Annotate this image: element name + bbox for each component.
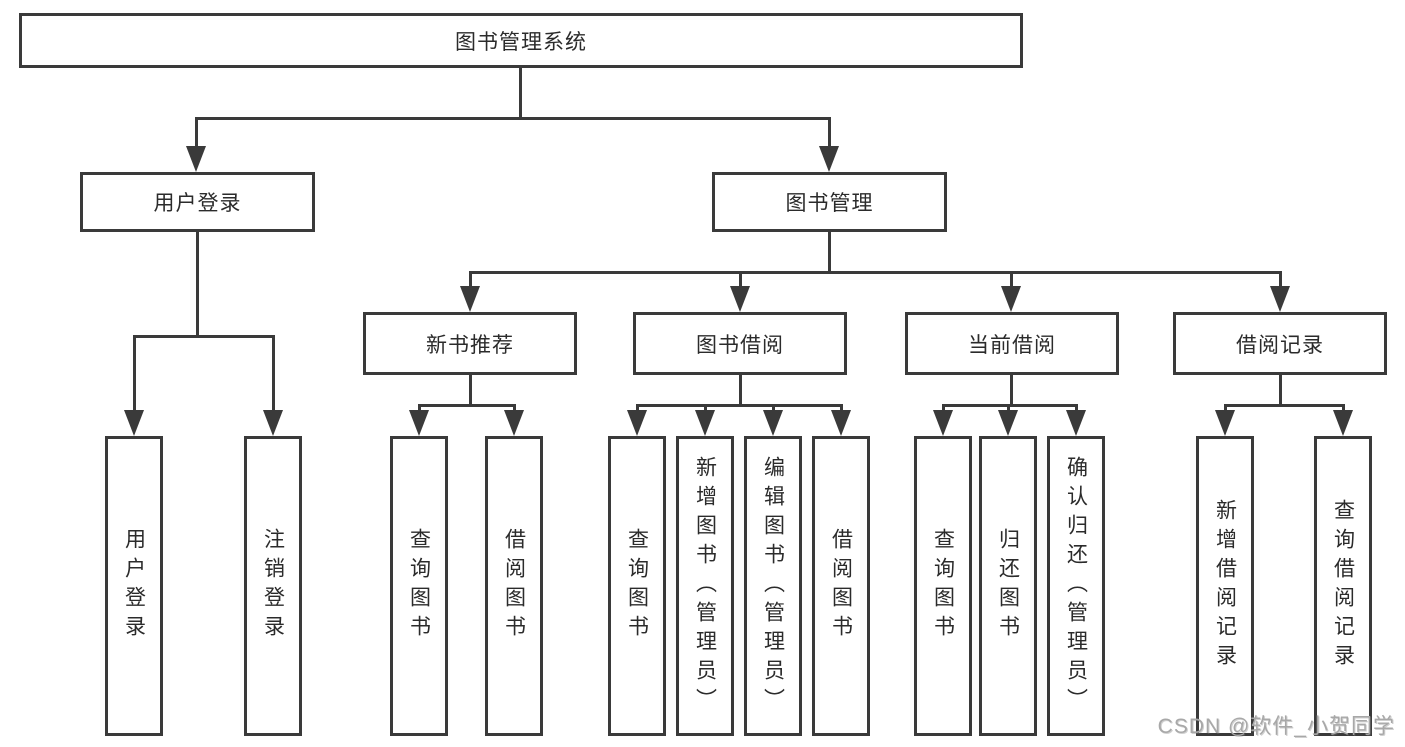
connector-line	[636, 404, 639, 414]
connector-arrowhead	[1215, 410, 1235, 436]
connector-line	[828, 232, 831, 274]
leaf-borrow-books-2: 借阅图书	[812, 436, 870, 736]
node-label: 图书管理	[785, 192, 874, 215]
node-label: 借阅图书	[829, 528, 853, 644]
leaf-edit-book-admin: 编辑图书（管理员）	[744, 436, 802, 736]
connector-line	[418, 404, 421, 414]
connector-line	[1279, 375, 1282, 407]
node-user-login: 用户登录	[80, 172, 315, 232]
connector-arrowhead	[409, 410, 429, 436]
node-label: 图书借阅	[696, 333, 784, 357]
connector-arrowhead	[186, 146, 206, 172]
node-label: 图书管理系统	[455, 30, 587, 54]
connector-arrowhead	[1066, 410, 1086, 436]
connector-line	[195, 117, 198, 149]
connector-line	[1224, 404, 1227, 414]
leaf-query-borrow-record: 查询借阅记录	[1314, 436, 1372, 736]
connector-arrowhead	[819, 146, 839, 172]
node-label: 查询图书	[625, 528, 649, 644]
connector-line	[196, 232, 199, 337]
node-label: 确认归还（管理员）	[1064, 455, 1088, 717]
connector-line	[1075, 404, 1078, 414]
connector-line	[1224, 404, 1345, 407]
leaf-logout: 注销登录	[244, 436, 302, 736]
node-label: 新书推荐	[426, 333, 514, 357]
node-book-borrowing: 图书借阅	[633, 312, 847, 375]
connector-line	[1007, 404, 1010, 414]
node-label: 借阅记录	[1236, 333, 1324, 357]
node-label: 新增借阅记录	[1213, 499, 1237, 673]
watermark: CSDN @软件_小贺同学	[1157, 715, 1395, 738]
leaf-user-login: 用户登录	[105, 436, 163, 736]
node-book-management: 图书管理	[712, 172, 947, 232]
connector-line	[1342, 404, 1345, 414]
leaf-query-books-2: 查询图书	[608, 436, 666, 736]
connector-line	[195, 117, 831, 120]
connector-line	[772, 404, 775, 414]
node-label: 查询图书	[407, 528, 431, 644]
node-label: 归还图书	[996, 528, 1020, 644]
connector-line	[942, 404, 1078, 407]
connector-arrowhead	[695, 410, 715, 436]
connector-arrowhead	[124, 410, 144, 436]
connector-arrowhead	[831, 410, 851, 436]
connector-arrowhead	[998, 410, 1018, 436]
leaf-borrow-books-1: 借阅图书	[485, 436, 543, 736]
connector-line	[840, 404, 843, 414]
connector-line	[133, 335, 136, 411]
connector-line	[519, 68, 522, 118]
node-label: 注销登录	[261, 528, 285, 644]
connector-line	[469, 375, 472, 407]
node-label: 编辑图书（管理员）	[761, 455, 785, 717]
connector-line	[272, 335, 275, 411]
node-library-system: 图书管理系统	[19, 13, 1023, 68]
connector-line	[828, 117, 831, 149]
node-borrow-records: 借阅记录	[1173, 312, 1387, 375]
node-current-borrowing: 当前借阅	[905, 312, 1119, 375]
node-new-book-recommend: 新书推荐	[363, 312, 577, 375]
connector-line	[942, 404, 945, 414]
connector-arrowhead	[763, 410, 783, 436]
leaf-confirm-return-admin: 确认归还（管理员）	[1047, 436, 1105, 736]
connector-line	[133, 335, 275, 338]
node-label: 用户登录	[153, 192, 242, 215]
leaf-query-books-3: 查询图书	[914, 436, 972, 736]
node-label: 用户登录	[122, 528, 146, 644]
connector-arrowhead	[730, 286, 750, 312]
connector-line	[469, 271, 472, 289]
leaf-query-books-1: 查询图书	[390, 436, 448, 736]
connector-arrowhead	[627, 410, 647, 436]
connector-line	[739, 375, 742, 407]
connector-line	[1279, 271, 1282, 289]
connector-arrowhead	[933, 410, 953, 436]
connector-line	[739, 271, 742, 289]
node-label: 查询借阅记录	[1331, 499, 1355, 673]
connector-line	[418, 404, 516, 407]
leaf-add-book-admin: 新增图书（管理员）	[676, 436, 734, 736]
leaf-return-books: 归还图书	[979, 436, 1037, 736]
connector-arrowhead	[1333, 410, 1353, 436]
connector-arrowhead	[263, 410, 283, 436]
connector-arrowhead	[460, 286, 480, 312]
connector-line	[1010, 271, 1013, 289]
connector-arrowhead	[504, 410, 524, 436]
node-label: 当前借阅	[968, 333, 1056, 357]
connector-arrowhead	[1001, 286, 1021, 312]
node-label: 借阅图书	[502, 528, 526, 644]
node-label: 查询图书	[931, 528, 955, 644]
connector-line	[636, 404, 843, 407]
connector-line	[704, 404, 707, 414]
connector-line	[469, 271, 1282, 274]
leaf-add-borrow-record: 新增借阅记录	[1196, 436, 1254, 736]
connector-arrowhead	[1270, 286, 1290, 312]
connector-line	[513, 404, 516, 414]
node-label: 新增图书（管理员）	[693, 455, 717, 717]
connector-line	[1010, 375, 1013, 407]
